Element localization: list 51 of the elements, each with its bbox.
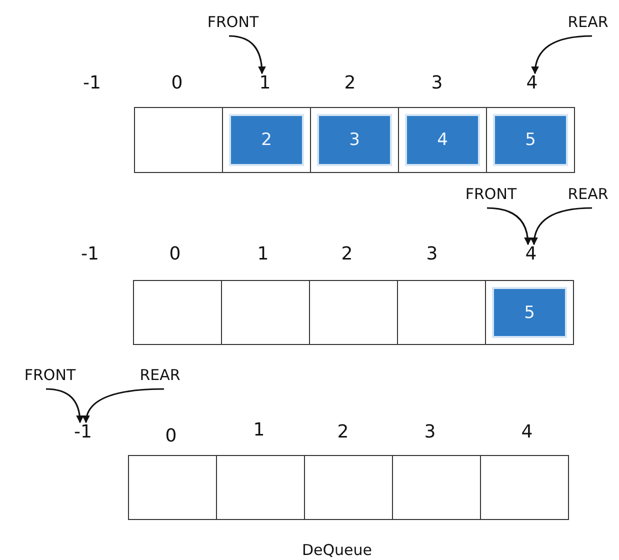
index-label: 2 [344, 72, 356, 94]
array-cell [221, 280, 310, 345]
index-label: -1 [83, 72, 101, 94]
array-cell [134, 107, 223, 173]
index-label: 3 [431, 72, 443, 94]
array-cell [397, 280, 486, 345]
index-label: 1 [257, 244, 269, 264]
pointer-arrow [530, 207, 592, 246]
array-cell [222, 107, 311, 173]
value-box: 4 [407, 116, 478, 164]
pointer-label: REAR [140, 366, 180, 384]
array-cell [480, 455, 569, 520]
pointer-arrow [228, 35, 266, 74]
array-cell [133, 280, 222, 345]
value-box: 5 [494, 289, 565, 336]
array-cell [216, 455, 305, 520]
pointer-arrow [486, 207, 532, 246]
value-box: 2 [231, 116, 302, 164]
index-label: 4 [526, 72, 538, 94]
pointer-label: FRONT [24, 366, 76, 384]
array-cell [309, 280, 398, 345]
value-box: 5 [495, 116, 566, 164]
index-label: 1 [259, 72, 271, 94]
array-cell [486, 107, 575, 173]
array-cell [128, 455, 217, 520]
pointer-label: FRONT [465, 185, 517, 203]
array-cell [485, 280, 574, 345]
index-label: 0 [165, 426, 177, 446]
pointer-label: REAR [568, 185, 608, 203]
index-label: 4 [521, 422, 533, 442]
value-box: 3 [319, 116, 390, 164]
index-label: 0 [169, 244, 181, 264]
array-cell [304, 455, 393, 520]
index-label: 0 [171, 72, 183, 94]
index-label: 2 [341, 244, 353, 264]
array-cell [310, 107, 399, 173]
index-label: -1 [81, 244, 99, 264]
array-cell [398, 107, 487, 173]
pointer-arrow [82, 388, 164, 424]
pointer-arrow [46, 388, 84, 424]
pointer-label: FRONT [207, 13, 259, 31]
array-cell [392, 455, 481, 520]
index-label: 4 [525, 244, 537, 264]
index-label: 2 [337, 422, 349, 442]
index-label: 1 [253, 420, 265, 440]
pointer-label: REAR [568, 13, 608, 31]
pointer-arrow [531, 35, 592, 74]
index-label: 3 [426, 244, 438, 264]
index-label: -1 [74, 422, 92, 442]
index-label: 3 [424, 422, 436, 442]
caption: DeQueue [302, 541, 372, 559]
